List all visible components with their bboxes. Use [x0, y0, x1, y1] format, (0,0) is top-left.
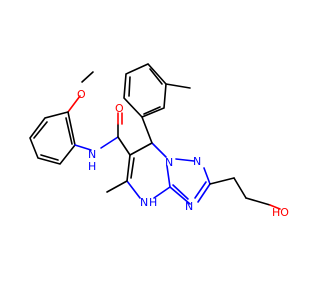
nitrogen-n4-label: N	[140, 196, 148, 209]
tolyl-aromatic-1	[128, 76, 131, 97]
bond-o-ring	[67, 95, 81, 113]
n2-c2	[203, 167, 211, 185]
bond-methyl-o	[81, 71, 94, 83]
oxygen-carbonyl-label: O	[115, 102, 124, 115]
hydrogen-amide-label: H	[88, 160, 96, 173]
nitrogen-n1-label: N	[165, 156, 173, 169]
n4-c3a	[153, 186, 171, 199]
n1-c3a	[166, 165, 171, 188]
tolyl-methyl	[165, 83, 191, 89]
c6-c5	[126, 154, 131, 182]
c6-c5-double	[130, 157, 135, 179]
n1-n2	[175, 158, 195, 162]
c6-c7	[129, 142, 153, 156]
hydroxyl-label: HO	[272, 206, 289, 219]
aromatic-line-1	[33, 121, 48, 139]
c5-n4	[126, 180, 141, 199]
nitrogen-n3-label: N	[185, 200, 193, 213]
nitrogen-n2-label: N	[193, 155, 201, 168]
nitrogen-amide-label: N	[88, 148, 96, 161]
aromatic-line-3	[65, 117, 73, 145]
bond-ring-nh	[74, 144, 92, 151]
tolyl-aromatic-3	[143, 106, 161, 115]
chain-bond-1	[209, 177, 235, 185]
n3-c3a	[169, 186, 191, 205]
c2-n3-double	[194, 181, 207, 199]
chain-bond-2	[233, 177, 247, 199]
bond-nh-carbonyl	[100, 136, 119, 149]
n3-c3a-double	[172, 184, 189, 200]
chain-bond-3	[245, 197, 271, 206]
carbonyl-c6	[117, 136, 131, 156]
molecule-structure: O O N H N N N N H HO	[29, 63, 289, 219]
hydrogen-n4-label: H	[149, 196, 157, 209]
c7-n1	[151, 142, 167, 158]
tolyl-ring	[123, 63, 167, 118]
c7-tolyl	[141, 116, 153, 144]
oxygen-methoxy-label: O	[77, 88, 86, 101]
c5-methyl	[106, 180, 128, 193]
aromatic-line-2	[40, 154, 59, 161]
c2-n3	[197, 183, 211, 203]
tolyl-aromatic-2	[149, 68, 163, 85]
methoxyphenyl-ring	[29, 111, 76, 165]
chain-bond-oh	[269, 204, 281, 210]
